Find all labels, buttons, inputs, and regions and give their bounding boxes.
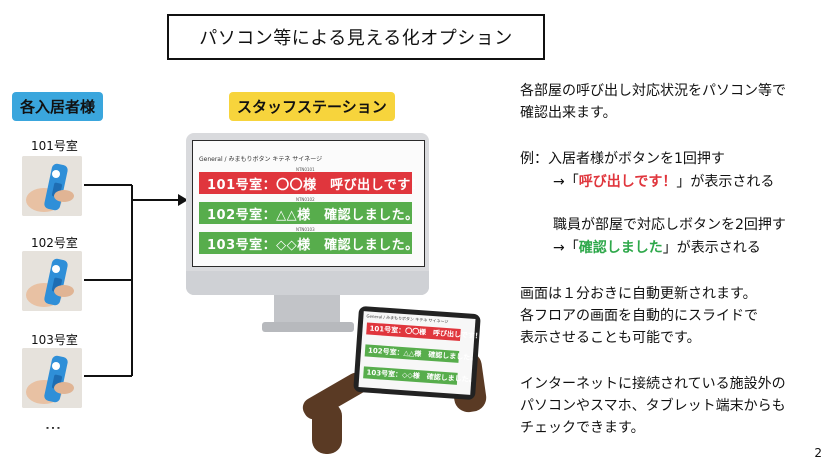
monitor-screen-header: General / みまもりボタン キテネ サイネージ [199,156,323,163]
left-arm-icon [312,402,342,454]
arrow-head-icon [178,194,188,206]
desc-example-line2-pre: →「 [553,174,579,190]
monitor-id-103: NTN0103 [296,227,315,232]
desc-example-line2: →「呼び出しです！」が表示される [553,171,774,193]
status-bar-101: 101号室：〇〇様 呼び出しです！ [199,172,424,194]
desc-p4-line1: インターネットに接続されている施設外の [520,376,786,392]
tablet-status-bar-103: 103号室：◇◇様 確認しました。 [363,366,476,385]
room-label-101: 101号室 [31,139,78,153]
status-bar-103: 103号室：◇◇様 確認しました。 [199,232,418,254]
desc-p3-line3: 表示させることも可能です。 [520,330,701,346]
page-number: 2 [814,446,822,460]
monitor-stand-neck [274,295,340,325]
remote-button-icon [22,348,82,408]
room-label-102: 102号室 [31,236,78,250]
tablet: General / みまもりボタン キテネ サイネージ 101号室：〇〇様 呼び… [353,305,482,401]
monitor-id-102: NTN0102 [296,197,315,202]
remote-button-icon [22,156,82,216]
desc-example-line1: 例：入居者様がボタンを1回押す [520,151,725,167]
resident-badge: 各入居者様 [12,92,104,121]
desc-example-line2-post: 」が表示される [676,174,775,190]
slide-title: パソコン等による見える化オプション [167,14,545,60]
tablet-status-bar-101: 101号室：〇〇様 呼び出しです！ [366,322,482,341]
desc-example-line4-post: 」が表示される [662,240,761,256]
remote-button-photo-103 [22,348,82,408]
tablet-status-bar-102: 102号室：△△様 確認しました。 [364,344,477,363]
desc-p1-line1: 各部屋の呼び出し対応状況をパソコン等で [520,83,786,99]
remote-button-photo-101 [22,156,82,216]
desc-p4-line2: パソコンやスマホ、タブレット端末からも [520,398,786,414]
remote-button-icon [22,251,82,311]
monitor-id-101: NTN0101 [296,167,315,172]
status-bar-102: 102号室：△△様 確認しました。 [199,202,418,224]
room-label-103: 103号室 [31,333,78,347]
desc-p1-line2: 確認出来ます。 [520,105,617,121]
desc-highlight-confirmed: 確認しました [578,240,663,256]
desc-highlight-call: 呼び出しです！ [578,174,677,190]
desc-p3-line1: 画面は１分おきに自動更新されます。 [520,286,757,302]
tablet-screen: General / みまもりボタン キテネ サイネージ 101号室：〇〇様 呼び… [358,311,482,395]
desc-p4-line3: チェックできます。 [520,420,645,436]
desc-example-line3: 職員が部屋で対応しボタンを2回押す [553,217,786,233]
remote-button-photo-102 [22,251,82,311]
desc-example-line4-pre: →「 [553,240,579,256]
staff-badge: スタッフステーション [229,92,395,121]
monitor-chin [186,271,429,295]
desc-p3-line2: 各フロアの画面を自動的にスライドで [520,308,758,324]
monitor-stand-base [262,322,354,332]
desc-example-line4: →「確認しました」が表示される [553,237,761,259]
